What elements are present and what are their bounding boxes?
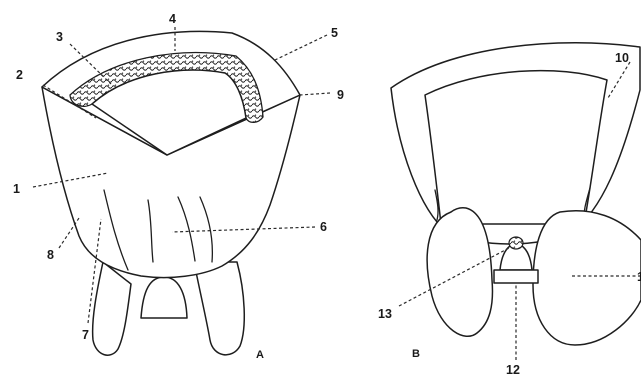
label-8: 8	[47, 248, 54, 262]
label-9: 9	[337, 88, 344, 102]
leader-5	[275, 35, 327, 60]
label-11: 11	[637, 270, 641, 284]
label-5: 5	[331, 26, 338, 40]
label-13: 13	[378, 307, 392, 321]
interradicular-notch	[141, 277, 187, 318]
furcation-base	[494, 270, 538, 283]
label-7: 7	[82, 328, 89, 342]
root-right	[194, 262, 244, 355]
panel-label-a: A	[256, 349, 264, 361]
panel-label-b: B	[412, 348, 420, 360]
label-2: 2	[16, 68, 23, 82]
label-4: 4	[169, 12, 176, 26]
root-right-b	[533, 211, 641, 345]
label-1: 1	[13, 182, 20, 196]
canal-opening	[509, 237, 523, 249]
label-3: 3	[56, 30, 63, 44]
leader-9	[300, 93, 330, 95]
label-12: 12	[506, 363, 520, 377]
view-b-tooth	[391, 43, 641, 345]
label-10: 10	[615, 51, 629, 65]
view-a-tooth	[42, 31, 300, 355]
root-left	[93, 262, 131, 355]
label-6: 6	[320, 220, 327, 234]
root-left-b	[427, 208, 492, 337]
